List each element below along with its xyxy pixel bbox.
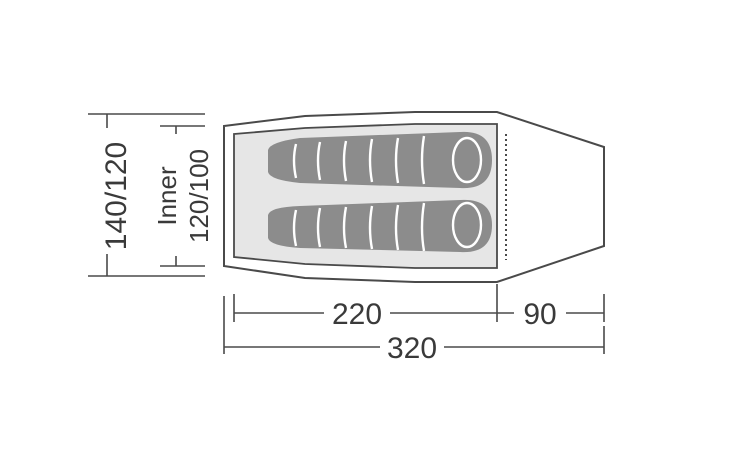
- porch-length-label: 90: [523, 298, 556, 331]
- inner-length-label: 220: [332, 298, 382, 331]
- total-length-label: 320: [387, 332, 437, 365]
- inner-width-dimension: [160, 125, 205, 267]
- length-dimension-inner: [233, 284, 605, 322]
- outer-width-dimension: [88, 113, 205, 277]
- sleeping-bag-quilting: [292, 135, 483, 185]
- sleeping-bag: [268, 199, 492, 253]
- outer-width-label: 140/120: [100, 142, 133, 250]
- sleeping-bag-body: [268, 199, 492, 253]
- sleeping-bag: [268, 131, 492, 189]
- sleeping-bag-quilting: [292, 201, 483, 252]
- inner-width-label: 120/100: [184, 149, 214, 243]
- length-dimension-total: [223, 296, 605, 354]
- inner-word-label: Inner: [152, 166, 182, 226]
- sleeping-bag-body: [268, 131, 492, 189]
